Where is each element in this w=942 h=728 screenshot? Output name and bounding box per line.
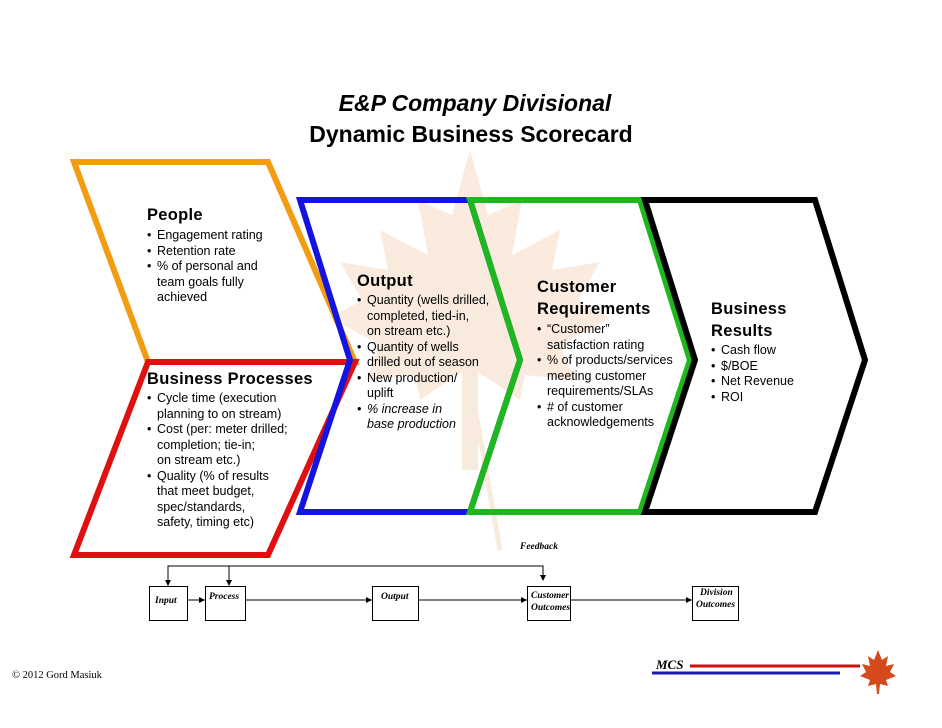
customer-outcomes-box: Customer Outcomes [527, 586, 571, 621]
input-box: Input [149, 586, 188, 621]
processes-section: Business Processes Cycle time (execution… [147, 368, 362, 531]
mcs-logo-lines [652, 664, 860, 675]
copyright: © 2012 Gord Masiuk [12, 670, 102, 681]
results-item: $/BOE [711, 359, 831, 375]
customer-outcomes-label-2: Outcomes [531, 603, 571, 613]
mcs-logo-text: MCS [656, 657, 684, 672]
page-title-line1: E&P Company Divisional [338, 90, 612, 116]
processes-item: Quality (% of results that meet budget, … [147, 469, 362, 531]
results-item: ROI [711, 390, 831, 406]
people-item: Retention rate [147, 244, 347, 260]
customer-section: Customer Requirements “Customer” satisfa… [537, 276, 697, 431]
processes-item: Cost (per: meter drilled; completion; ti… [147, 422, 362, 469]
customer-chevron [465, 197, 694, 515]
process-box: Process [205, 586, 246, 621]
processes-chevron [69, 359, 360, 558]
customer-outcomes-label-1: Customer [531, 591, 570, 601]
processes-item: Cycle time (execution planning to on str… [147, 391, 362, 422]
division-outcomes-label-1: Division [700, 588, 733, 598]
results-section: Business Results Cash flow $/BOE Net Rev… [711, 298, 831, 405]
division-outcomes-box: Division Outcomes [692, 586, 739, 621]
people-item: Engagement rating [147, 228, 347, 244]
maple-leaf-icon [860, 650, 896, 694]
output-item: Quantity of wells drilled out of season [357, 340, 517, 371]
customer-heading-line1: Customer [537, 278, 617, 296]
output-box: Output [372, 586, 419, 621]
flow-lines [167, 565, 692, 601]
feedback-label: Feedback [520, 542, 558, 552]
division-outcomes-label-2: Outcomes [696, 600, 736, 610]
input-label: Input [155, 596, 177, 606]
output-item: Quantity (wells drilled, completed, tied… [357, 293, 517, 340]
output-section: Output Quantity (wells drilled, complete… [357, 270, 517, 433]
process-label: Process [209, 592, 240, 602]
processes-heading: Business Processes [147, 370, 313, 388]
customer-item: “Customer” satisfaction rating [537, 322, 697, 353]
people-section: People Engagement rating Retention rate … [147, 204, 347, 306]
people-item: % of personal and team goals fully achie… [147, 259, 347, 306]
page-title-line2: Dynamic Business Scorecard [309, 121, 633, 147]
flow-arrowheads [165, 575, 692, 603]
output-item: New production/ uplift [357, 371, 517, 402]
output-heading: Output [357, 272, 413, 290]
output-item-italic: % increase in base production [357, 402, 517, 433]
results-heading-line2: Results [711, 322, 773, 340]
customer-item: % of products/services meeting customer … [537, 353, 697, 400]
output-label: Output [381, 592, 409, 602]
customer-item: # of customer acknowledgements [537, 400, 697, 431]
results-item: Cash flow [711, 343, 831, 359]
customer-heading-line2: Requirements [537, 300, 651, 318]
people-heading: People [147, 206, 203, 224]
results-heading-line1: Business [711, 300, 787, 318]
results-item: Net Revenue [711, 374, 831, 390]
